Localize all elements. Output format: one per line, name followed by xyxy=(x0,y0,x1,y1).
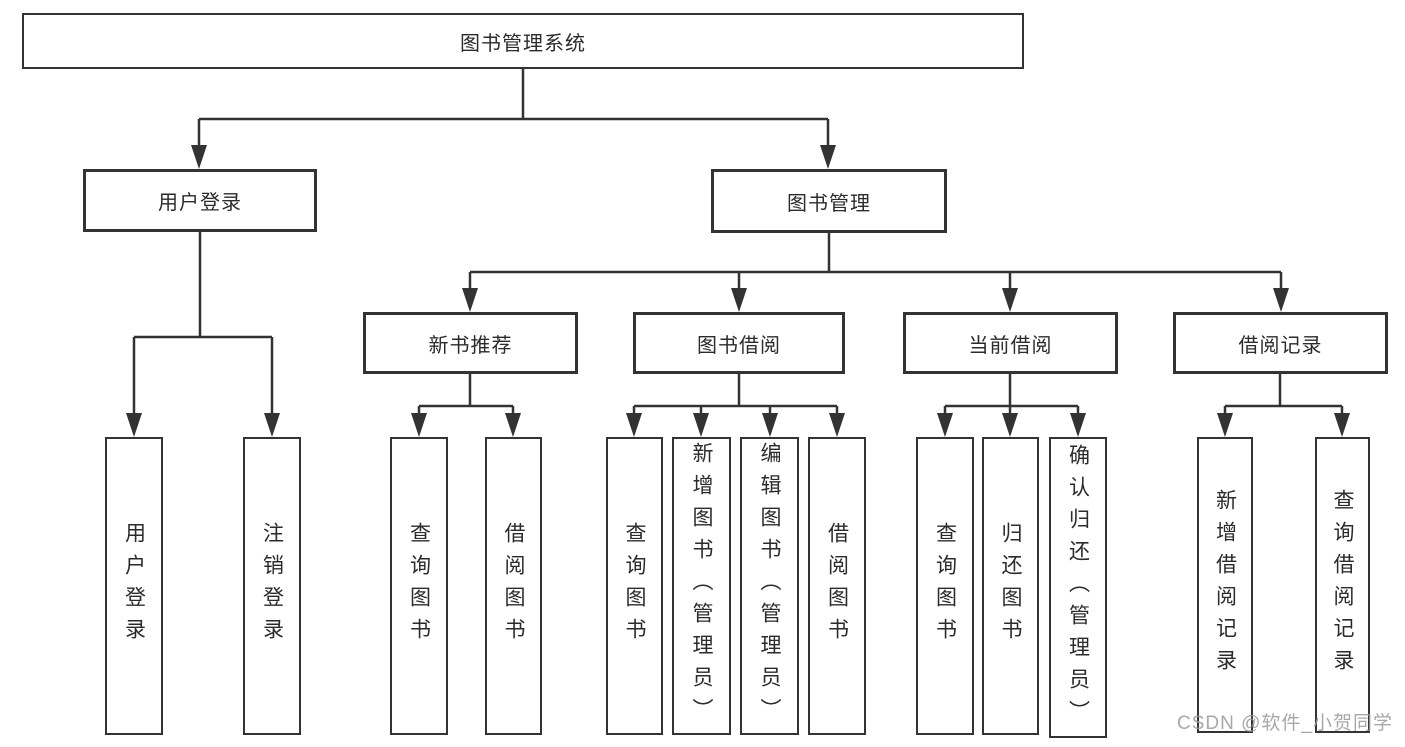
node-label: 新增图书（管理员） xyxy=(690,442,713,730)
arrow-down-icon xyxy=(937,413,953,437)
arrow-down-icon xyxy=(1002,288,1018,312)
node-leaf-add-books-admin: 新增图书（管理员） xyxy=(672,437,731,735)
node-leaf-query-books-2: 查询图书 xyxy=(606,437,663,735)
node-leaf-logout: 注销登录 xyxy=(243,437,301,735)
node-label: 查询借阅记录 xyxy=(1331,489,1354,681)
node-current-borrow: 当前借阅 xyxy=(903,312,1118,374)
arrow-down-icon xyxy=(1070,413,1086,437)
node-book-management-group: 图书管理 xyxy=(711,169,947,233)
node-leaf-return-books: 归还图书 xyxy=(982,437,1039,735)
node-label: 借阅记录 xyxy=(1238,334,1323,357)
node-new-book-recommend: 新书推荐 xyxy=(363,312,578,374)
node-label: 新增借阅记录 xyxy=(1213,489,1237,681)
node-leaf-borrow-books-2: 借阅图书 xyxy=(808,437,866,735)
connector-book-mgmt-to-level3 xyxy=(462,233,1289,312)
connector-current-borrow-branch xyxy=(937,374,1086,437)
arrow-down-icon xyxy=(762,413,778,437)
connector-new-book-branch xyxy=(411,374,521,437)
arrow-down-icon xyxy=(505,413,521,437)
arrow-down-icon xyxy=(820,145,836,169)
arrow-down-icon xyxy=(731,288,747,312)
node-label: 注销登录 xyxy=(260,522,284,650)
node-label: 用户登录 xyxy=(122,522,146,650)
node-label: 图书管理 xyxy=(787,192,871,215)
arrow-down-icon xyxy=(411,413,427,437)
arrow-down-icon xyxy=(1273,288,1289,312)
node-label: 编辑图书（管理员） xyxy=(758,442,781,730)
arrow-down-icon xyxy=(626,413,642,437)
node-leaf-query-books-1: 查询图书 xyxy=(390,437,448,735)
node-leaf-user-login: 用户登录 xyxy=(105,437,163,735)
node-leaf-edit-books-admin: 编辑图书（管理员） xyxy=(740,437,799,735)
node-leaf-add-borrow-record: 新增借阅记录 xyxy=(1197,437,1253,733)
arrow-down-icon xyxy=(829,413,845,437)
node-label: 确认归还（管理员） xyxy=(1066,443,1090,732)
node-borrow-record: 借阅记录 xyxy=(1173,312,1388,374)
connector-book-borrow-branch xyxy=(626,374,845,437)
node-label: 借阅图书 xyxy=(825,522,849,650)
arrow-down-icon xyxy=(264,413,280,437)
arrow-down-icon xyxy=(1334,413,1350,437)
node-leaf-borrow-books-1: 借阅图书 xyxy=(485,437,542,735)
node-user-login-group: 用户登录 xyxy=(83,169,317,232)
node-label: 查询图书 xyxy=(407,522,431,650)
node-leaf-confirm-return-admin: 确认归还（管理员） xyxy=(1049,437,1107,738)
node-label: 查询图书 xyxy=(623,522,646,650)
arrow-down-icon xyxy=(191,145,207,169)
arrow-down-icon xyxy=(1002,413,1018,437)
connector-borrow-record-branch xyxy=(1217,374,1350,437)
arrow-down-icon xyxy=(1217,413,1233,437)
node-label: 图书管理系统 xyxy=(460,32,586,55)
connector-root-to-level2 xyxy=(191,69,836,169)
node-label: 新书推荐 xyxy=(428,334,513,357)
node-label: 图书借阅 xyxy=(697,334,781,357)
arrow-down-icon xyxy=(126,413,142,437)
node-label: 归还图书 xyxy=(999,522,1022,650)
node-label: 用户登录 xyxy=(158,192,242,214)
node-library-management-system: 图书管理系统 xyxy=(22,13,1024,69)
connector-user-login-branch xyxy=(126,232,280,437)
node-label: 查询图书 xyxy=(933,522,957,650)
node-label: 当前借阅 xyxy=(968,334,1053,357)
node-leaf-query-books-3: 查询图书 xyxy=(916,437,974,735)
node-leaf-query-borrow-record: 查询借阅记录 xyxy=(1315,437,1370,733)
node-label: 借阅图书 xyxy=(502,522,525,650)
arrow-down-icon xyxy=(693,413,709,437)
node-book-borrow: 图书借阅 xyxy=(633,312,845,374)
arrow-down-icon xyxy=(462,288,478,312)
